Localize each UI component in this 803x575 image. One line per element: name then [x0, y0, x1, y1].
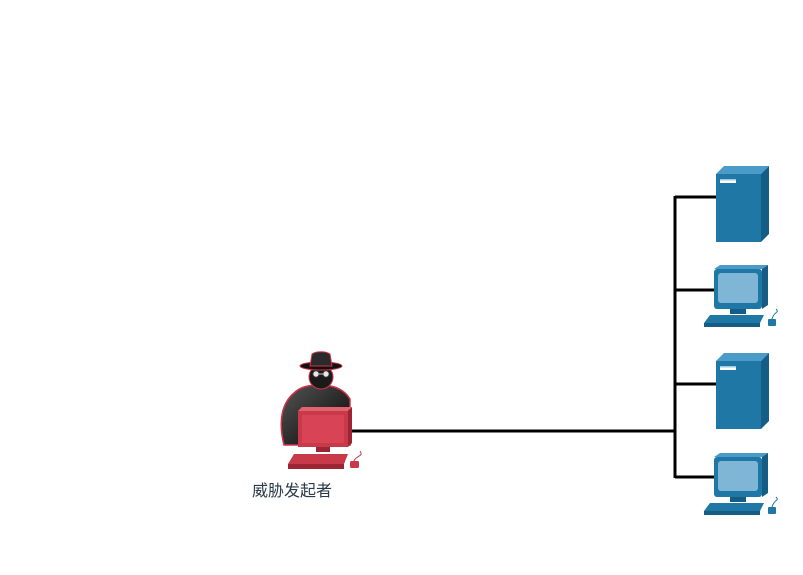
attacker-label: 威胁发起者 — [252, 481, 333, 500]
server-icon[interactable] — [716, 353, 769, 429]
desktop-computer-icon[interactable] — [704, 453, 778, 515]
hacker-at-computer-icon[interactable] — [280, 351, 362, 469]
network-links — [350, 195, 716, 479]
desktop-computer-icon[interactable] — [704, 265, 778, 327]
server-icon[interactable] — [716, 166, 769, 242]
